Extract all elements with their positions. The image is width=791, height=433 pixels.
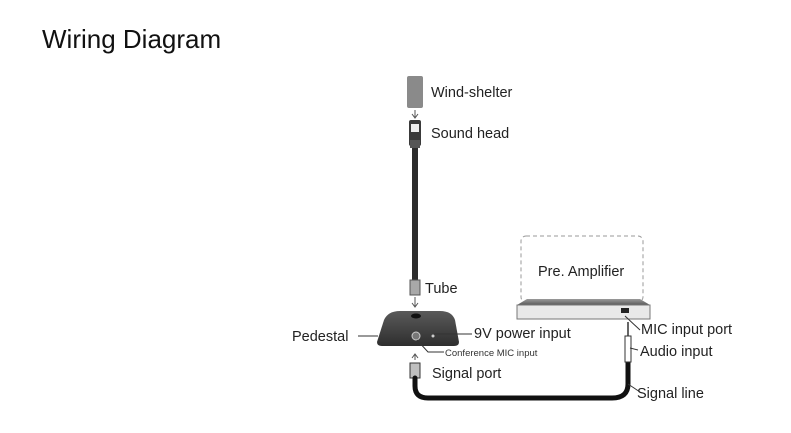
leader-line (416, 339, 444, 353)
mic-input-port-label: MIC input port (641, 322, 732, 338)
tube-label: Tube (425, 281, 458, 297)
signal-port-label: Signal port (432, 366, 501, 382)
audio-input-plug-icon (624, 322, 632, 363)
sound-head-label: Sound head (431, 126, 509, 142)
audio-input-label: Audio input (640, 344, 713, 360)
pedestal-label: Pedestal (292, 329, 348, 345)
pre-amplifier-icon (516, 299, 651, 320)
sound-head-icon (409, 120, 421, 148)
tube-icon (409, 279, 421, 296)
diagram-title: Wiring Diagram (42, 24, 222, 54)
leader-line (629, 347, 639, 351)
leader-line (624, 315, 641, 331)
signal-line-cable (412, 359, 631, 401)
gooseneck-stem (412, 148, 418, 280)
pre-amplifier-label: Pre. Amplifier (538, 264, 624, 280)
power-input-label: 9V power input (474, 326, 571, 342)
leader-line (627, 383, 641, 393)
pedestal-icon (377, 311, 459, 346)
conference-mic-label: Conference MIC input (445, 348, 538, 359)
wind-shelter-label: Wind-shelter (431, 85, 513, 101)
signal-line-label: Signal line (637, 386, 704, 402)
wind-shelter-icon (407, 76, 423, 108)
